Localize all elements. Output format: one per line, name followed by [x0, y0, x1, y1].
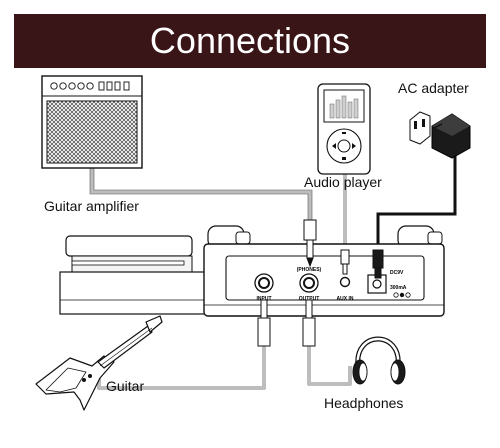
plugs [257, 219, 384, 347]
cable-outlines [89, 168, 313, 222]
label-guitar: Guitar [106, 378, 145, 394]
headphones-illustration [352, 336, 406, 385]
label-headphones: Headphones [324, 395, 404, 411]
output-label: OUTPUT [299, 296, 320, 302]
label-audio-player: Audio player [304, 174, 382, 190]
amp-cable [90, 168, 312, 222]
input-label: INPUT [257, 296, 272, 302]
guitar-amplifier [41, 75, 143, 169]
dc-label: DC9V [390, 270, 404, 276]
guitar-plug [257, 317, 271, 347]
phones-label: (PHONES) [297, 267, 322, 273]
headphone-plug [302, 317, 316, 347]
audio-player [317, 83, 371, 175]
headphones-cable [307, 346, 352, 386]
multi-effects-device: INPUT OUTPUT (PHONES) AUX IN DC9V 300mA [203, 225, 445, 317]
aux-in-jack [339, 276, 351, 288]
aux-label: AUX IN [337, 296, 354, 302]
aux-plug [340, 249, 350, 265]
amp-plug [303, 219, 317, 241]
current-label: 300mA [390, 285, 407, 291]
adapter-cable [376, 150, 457, 258]
label-guitar-amplifier: Guitar amplifier [44, 198, 139, 214]
dc-plug [372, 249, 384, 269]
page-title: Connections [149, 20, 351, 61]
title-banner: Connections [14, 14, 486, 68]
label-ac-adapter: AC adapter [398, 80, 469, 96]
ac-adapter [409, 111, 471, 159]
pedal-base [59, 235, 209, 315]
guitar-illustration [35, 315, 163, 411]
